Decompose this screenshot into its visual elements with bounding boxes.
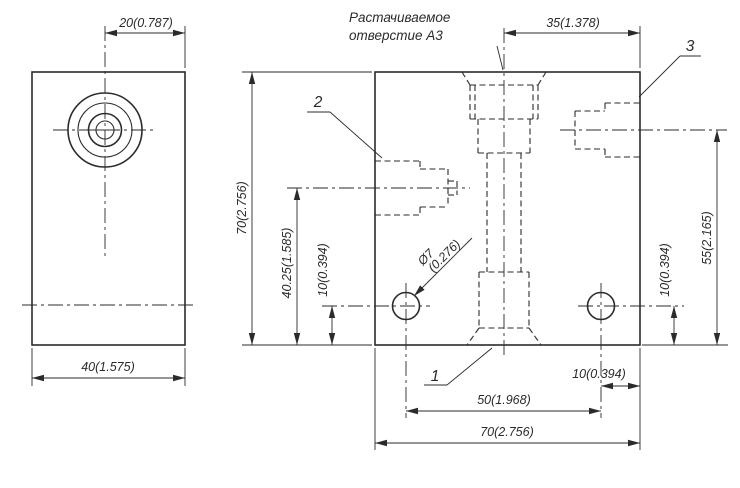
dim-port3-height: 55(2.165) [700,211,714,265]
dim-side-width: 40(1.575) [81,360,135,374]
hole-diameter-label: Ø7 (0.276) [413,237,473,297]
dim-block-width: 70(2.756) [480,425,534,439]
port3-hidden-lines [560,102,727,158]
side-view-outline [31,71,186,346]
mounting-holes [322,283,684,418]
hole-diameter-leader [413,237,473,297]
dim-hole-height-left: 10(0.394) [316,243,330,297]
bore-note-line1: Растачиваемое [349,10,450,25]
central-bore-hidden-lines [461,28,547,358]
side-view [22,26,196,346]
callouts: 2 3 1 [307,38,701,386]
dim-holes-spacing: 50(1.968) [477,393,531,407]
callout-3: 3 [686,38,695,55]
bore-note-leader [496,45,504,71]
dim-block-height: 70(2.756) [235,181,249,235]
front-view [374,71,641,346]
port2-hidden-lines [287,160,470,216]
bore-note-line2: отверстие А3 [349,28,443,43]
dim-port2-height: 40.25(1.585) [280,228,294,299]
callout-2: 2 [313,94,323,111]
dim-boss-offset: 20(0.787) [118,16,173,30]
dim-hole-edge-offset: 10(0.394) [572,367,626,381]
front-view-dimensions: 35(1.378) 70(2.756) 40.25(1.585) 10(0.39… [235,16,728,450]
front-view-outline [374,71,641,346]
dim-hole-height-right: 10(0.394) [658,243,672,297]
dim-port-a-offset: 35(1.378) [546,16,600,30]
callout-1: 1 [431,368,440,385]
side-view-dimensions: 20(0.787) 40(1.575) [31,16,186,386]
bore-note: Растачиваемое отверстие А3 [349,10,504,71]
